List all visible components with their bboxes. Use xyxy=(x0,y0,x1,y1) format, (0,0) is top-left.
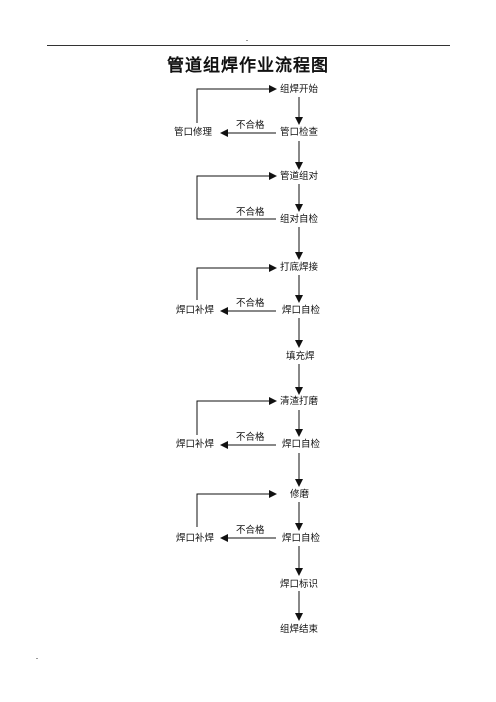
page-title: 管道组焊作业流程图 xyxy=(167,56,329,76)
side-step-pipe-repair: 管口修理 xyxy=(174,127,213,138)
return-loop-4 xyxy=(196,397,277,435)
side-step-weld-repair-2: 焊口补焊 xyxy=(176,439,215,450)
side-step-weld-repair-1: 焊口补焊 xyxy=(176,305,215,316)
step-trimming: 修磨 xyxy=(290,489,310,500)
step-slag-grinding: 清渣打磨 xyxy=(280,396,319,407)
return-loop-3 xyxy=(196,264,277,300)
step-weld-marking: 焊口标识 xyxy=(280,579,319,590)
header-mark xyxy=(246,40,248,41)
return-loop-1 xyxy=(196,85,277,123)
footer-mark xyxy=(36,658,38,659)
step-end: 组焊结束 xyxy=(280,624,319,635)
step-weld-selfcheck-3: 焊口自检 xyxy=(282,533,321,544)
step-pipe-alignment: 管道组对 xyxy=(280,171,319,182)
header-rule xyxy=(47,45,450,46)
fail-label-1: 不合格 xyxy=(236,120,265,131)
fail-label-3: 不合格 xyxy=(236,298,265,309)
return-loop-2 xyxy=(196,172,277,220)
step-weld-selfcheck-1: 焊口自检 xyxy=(282,305,321,316)
fail-label-2: 不合格 xyxy=(236,207,265,218)
step-alignment-selfcheck: 组对自检 xyxy=(280,214,319,225)
return-loop-5 xyxy=(196,490,277,527)
step-root-welding: 打底焊接 xyxy=(280,262,319,273)
step-weld-selfcheck-2: 焊口自检 xyxy=(282,439,321,450)
step-pipe-inspection: 管口检查 xyxy=(280,127,319,138)
side-step-weld-repair-3: 焊口补焊 xyxy=(176,533,215,544)
fail-label-4: 不合格 xyxy=(236,432,265,443)
step-start: 组焊开始 xyxy=(280,84,319,95)
step-fill-welding: 填充焊 xyxy=(286,351,315,362)
fail-label-5: 不合格 xyxy=(236,525,265,536)
